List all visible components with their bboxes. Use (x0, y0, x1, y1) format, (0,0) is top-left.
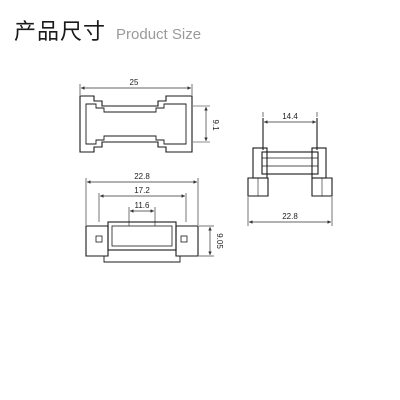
front-view-middle-label: 17.2 (134, 186, 150, 195)
front-view-inner-label: 11.6 (135, 201, 151, 210)
side-view-body (261, 151, 319, 175)
side-view-bottom-label: 22.8 (282, 212, 298, 221)
front-view-outer-label: 22.8 (134, 172, 150, 181)
product-size-title-en: Product Size (116, 26, 202, 43)
top-view-width-label: 25 (130, 78, 139, 87)
top-view (79, 84, 210, 153)
side-view-top-label: 14.4 (282, 112, 298, 121)
top-view-outline (79, 95, 193, 153)
side-view (247, 112, 333, 226)
product-size-title-cn: 产品尺寸 (14, 20, 107, 45)
front-view-left-end (85, 225, 109, 257)
front-view (85, 178, 214, 263)
top-view-inner (85, 103, 187, 145)
front-view-body (107, 221, 177, 251)
front-view-height-label: 9.05 (215, 233, 224, 249)
header: 产品尺寸 Product Size (14, 14, 201, 46)
top-view-height-label: 9.1 (211, 119, 220, 131)
